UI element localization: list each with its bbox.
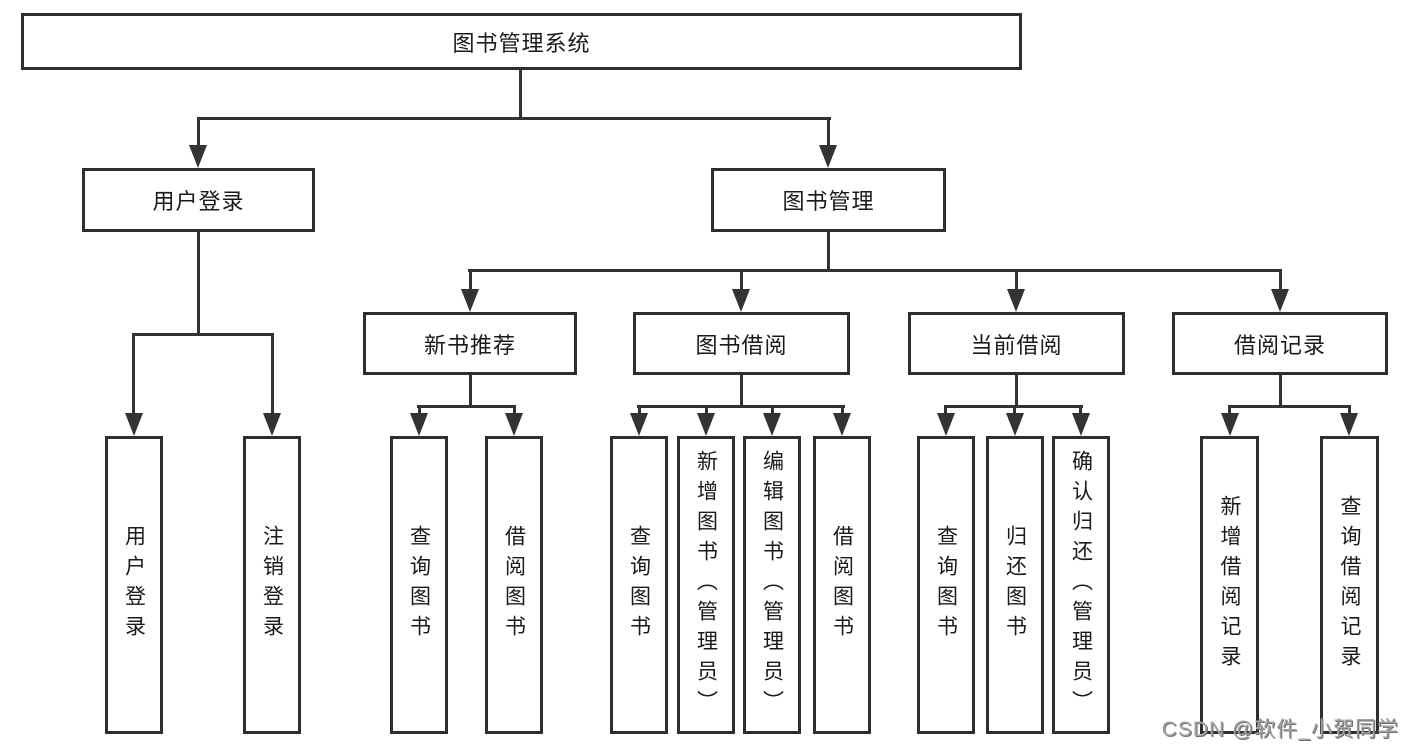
connector-line — [1015, 271, 1018, 290]
leaf-nb-borrow-books: 借阅图书 — [485, 436, 543, 734]
arrow-down-icon — [505, 413, 523, 436]
leaf-label: 新增借阅记录 — [1218, 495, 1241, 675]
arrow-down-icon — [732, 289, 750, 312]
node-borrow-records: 借阅记录 — [1172, 312, 1388, 375]
leaf-bb-query-books: 查询图书 — [610, 436, 668, 734]
arrow-down-icon — [461, 289, 479, 312]
leaf-user-login: 用户登录 — [105, 436, 163, 734]
connector-line — [197, 118, 200, 147]
arrow-down-icon — [833, 413, 851, 436]
connector-line — [519, 68, 522, 118]
connector-line — [469, 271, 472, 290]
connector-line — [1015, 375, 1018, 408]
connector-line — [740, 271, 743, 290]
leaf-label: 查询借阅记录 — [1338, 495, 1361, 675]
connector-line — [827, 118, 830, 147]
leaf-label: 借阅图书 — [502, 525, 526, 645]
connector-line — [638, 406, 641, 415]
connector-line — [1279, 271, 1282, 290]
arrow-down-icon — [189, 145, 207, 168]
connector-line — [944, 406, 947, 415]
arrow-down-icon — [263, 413, 281, 436]
leaf-label: 归还图书 — [1003, 525, 1027, 645]
arrow-down-icon — [1340, 413, 1358, 436]
arrow-down-icon — [1006, 413, 1024, 436]
connector-line — [1279, 375, 1282, 408]
leaf-bb-add-books-admin: 新增图书（管理员） — [677, 436, 735, 734]
connector-line — [1228, 405, 1351, 408]
connector-line — [132, 333, 274, 336]
leaf-cb-return-books: 归还图书 — [986, 436, 1044, 734]
arrow-down-icon — [1221, 413, 1239, 436]
connector-line — [469, 375, 472, 408]
connector-line — [740, 375, 743, 408]
arrow-down-icon — [937, 413, 955, 436]
connector-line — [1079, 406, 1082, 415]
arrow-down-icon — [819, 145, 837, 168]
leaf-label: 查询图书 — [934, 525, 958, 645]
connector-line — [637, 405, 845, 408]
leaf-label: 查询图书 — [627, 525, 651, 645]
connector-line — [1013, 406, 1016, 415]
leaf-br-add-record: 新增借阅记录 — [1200, 436, 1259, 734]
leaf-cb-query-books: 查询图书 — [917, 436, 975, 734]
leaf-nb-query-books: 查询图书 — [390, 436, 448, 734]
leaf-label: 编辑图书（管理员） — [760, 450, 784, 720]
node-user-login: 用户登录 — [82, 168, 315, 232]
leaf-logout: 注销登录 — [243, 436, 301, 734]
connector-line — [197, 232, 200, 336]
arrow-down-icon — [410, 413, 428, 436]
leaf-label: 注销登录 — [260, 525, 284, 645]
arrow-down-icon — [697, 413, 715, 436]
leaf-cb-confirm-return-admin: 确认归还（管理员） — [1052, 436, 1110, 734]
node-book-borrow: 图书借阅 — [633, 312, 850, 375]
connector-line — [468, 269, 1282, 272]
connector-line — [1228, 406, 1231, 415]
leaf-bb-borrow-books: 借阅图书 — [813, 436, 871, 734]
connector-line — [417, 405, 516, 408]
arrow-down-icon — [763, 413, 781, 436]
connector-line — [197, 117, 831, 120]
leaf-label: 用户登录 — [122, 525, 146, 645]
connector-line — [513, 406, 516, 415]
node-new-book-recommend: 新书推荐 — [363, 312, 577, 375]
leaf-bb-edit-books-admin: 编辑图书（管理员） — [743, 436, 801, 734]
arrow-down-icon — [1271, 289, 1289, 312]
connector-line — [705, 406, 708, 415]
connector-line — [418, 406, 421, 415]
arrow-down-icon — [630, 413, 648, 436]
arrow-down-icon — [125, 413, 143, 436]
connector-line — [827, 232, 830, 272]
leaf-label: 查询图书 — [407, 525, 431, 645]
arrow-down-icon — [1072, 413, 1090, 436]
node-book-management: 图书管理 — [711, 168, 946, 232]
leaf-label: 确认归还（管理员） — [1069, 450, 1093, 720]
leaf-label: 新增图书（管理员） — [694, 450, 718, 720]
connector-line — [271, 334, 274, 414]
connector-line — [771, 406, 774, 415]
leaf-br-query-record: 查询借阅记录 — [1320, 436, 1379, 734]
leaf-label: 借阅图书 — [830, 525, 854, 645]
node-current-borrow: 当前借阅 — [908, 312, 1125, 375]
node-root: 图书管理系统 — [21, 13, 1022, 70]
connector-line — [1348, 406, 1351, 415]
arrow-down-icon — [1007, 289, 1025, 312]
csdn-watermark: CSDN @软件_小贺同学 — [1161, 718, 1399, 741]
connector-line — [841, 406, 844, 415]
connector-line — [132, 334, 135, 414]
